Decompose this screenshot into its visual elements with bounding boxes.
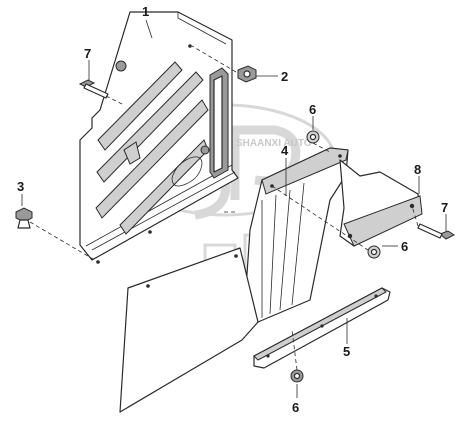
callout-6-right: 6	[401, 239, 408, 254]
callout-2: 2	[281, 69, 288, 84]
part-5-retaining-strip	[253, 287, 391, 369]
bolt-2	[237, 65, 257, 83]
callout-6-top: 6	[309, 102, 316, 117]
assembly-line	[105, 95, 123, 105]
bolt-3	[15, 207, 33, 229]
nut-6-top	[306, 130, 320, 144]
nut-6-right	[367, 245, 381, 259]
nut-6-bottom	[290, 369, 304, 383]
assembly-line	[411, 205, 419, 227]
callout-4: 4	[281, 143, 289, 158]
assembly-line	[312, 142, 331, 153]
part-1-bracket-panel	[79, 11, 239, 264]
callout-1: 1	[142, 4, 149, 19]
assembly-line	[191, 45, 237, 73]
rubber-flap	[119, 247, 259, 413]
watermark-brand: SHAANXI AUTO	[236, 138, 312, 149]
assembly-line	[271, 185, 369, 251]
part-4-mudguard	[243, 147, 349, 323]
assembly-line	[29, 221, 99, 263]
callout-6-bottom: 6	[292, 400, 299, 415]
bolt-7-left	[78, 79, 109, 99]
callout-7-left: 7	[84, 46, 91, 61]
callout-7-right: 7	[441, 200, 448, 215]
bolt-7-right	[417, 223, 455, 240]
leader-1	[145, 19, 153, 39]
callout-8: 8	[414, 162, 421, 177]
callout-3: 3	[17, 179, 24, 194]
part-8-mounting-bracket	[339, 159, 423, 247]
callout-5: 5	[343, 344, 350, 359]
